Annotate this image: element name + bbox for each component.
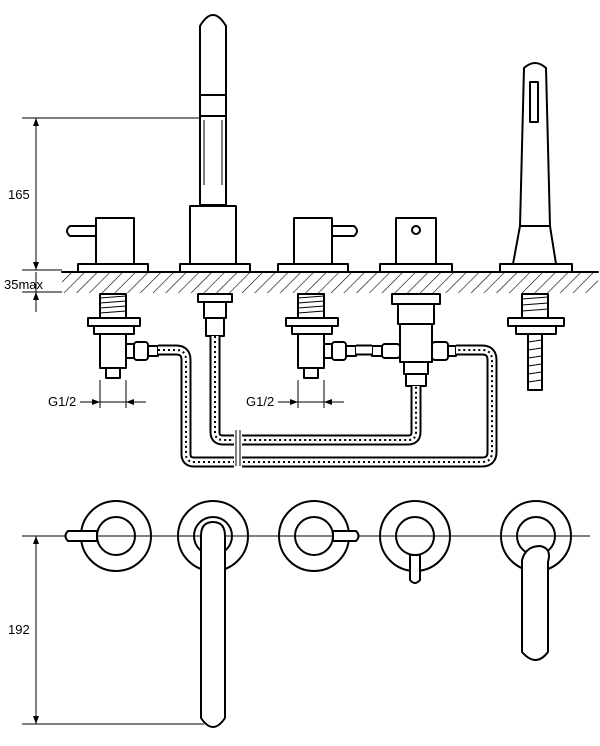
dimension-spout-reach: 192 — [8, 536, 204, 725]
dimension-label-165: 165 — [8, 187, 30, 202]
left-valve-plan — [64, 500, 152, 572]
spout-elevation — [179, 14, 251, 337]
dimension-label-192: 192 — [8, 622, 30, 637]
dimension-label-35max: 35max — [4, 277, 44, 292]
middle-valve-threaded-body — [297, 293, 325, 319]
dimension-connection-left: G1/2 — [48, 380, 146, 409]
flexible-hoses — [158, 336, 498, 468]
left-valve-threaded-body — [99, 293, 127, 319]
diverter-elevation — [371, 217, 457, 387]
diverter-plan — [379, 500, 451, 584]
deck-surface — [61, 271, 599, 293]
left-valve-elevation — [66, 217, 159, 379]
dimension-deck-thickness: 35max — [4, 272, 62, 312]
handshower-elevation — [499, 62, 573, 391]
dimension-connection-right: G1/2 — [246, 380, 344, 409]
plan-view — [22, 500, 590, 728]
middle-valve-plan — [278, 500, 360, 572]
dimension-spout-height: 165 — [8, 117, 200, 271]
dimension-label-g12-right: G1/2 — [246, 394, 274, 409]
middle-valve-elevation — [277, 217, 358, 379]
dimension-label-g12-left: G1/2 — [48, 394, 76, 409]
handshower-plan — [500, 500, 572, 661]
spout-plan — [177, 500, 249, 728]
